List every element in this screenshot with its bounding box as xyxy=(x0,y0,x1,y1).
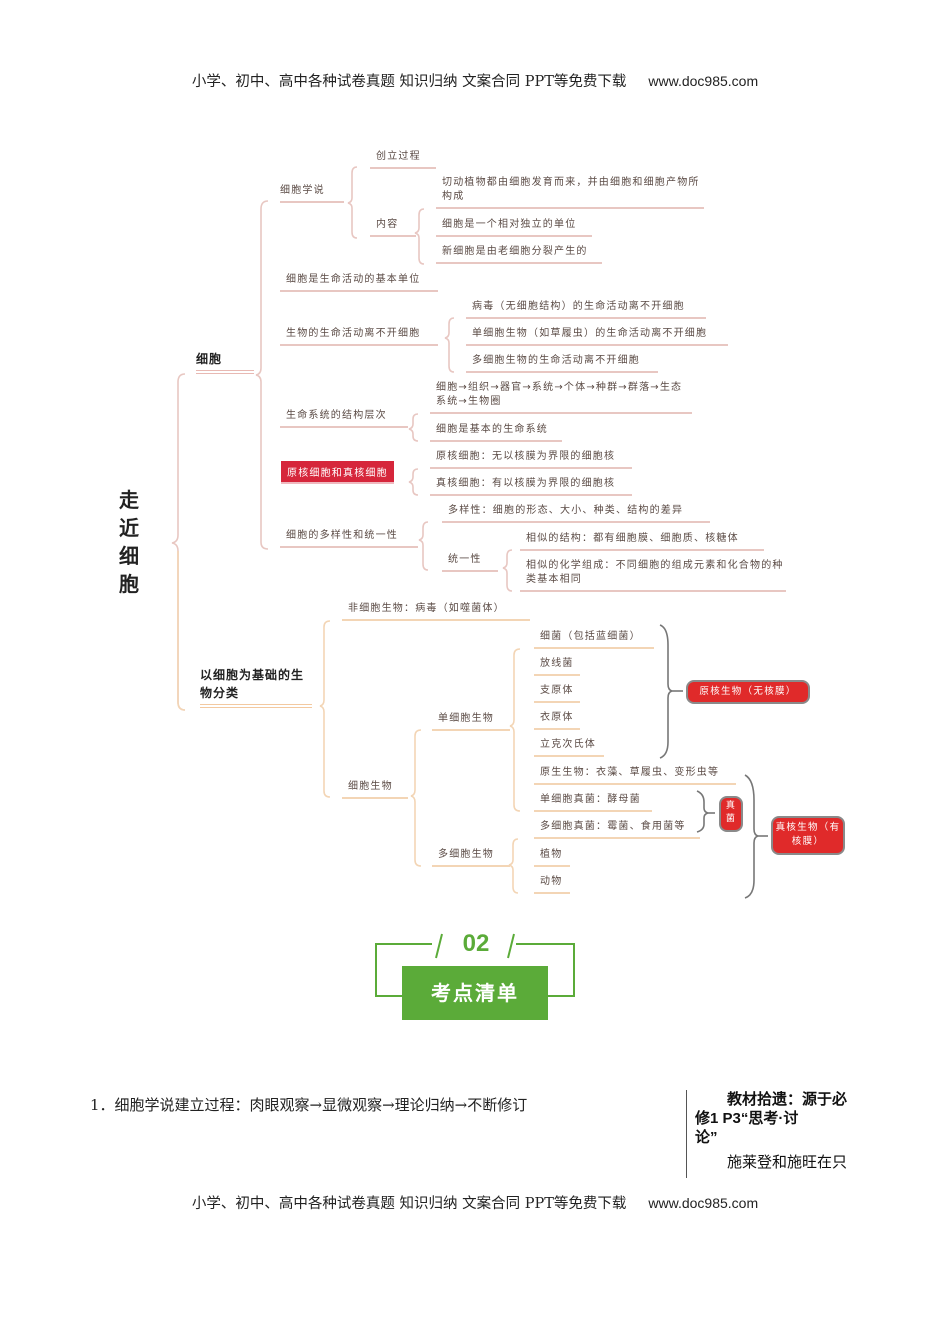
multi-item-plants: 植物 xyxy=(534,848,570,867)
node-unicellular: 单细胞生物 xyxy=(432,712,510,731)
content-item-1: 1．细胞学说建立过程：肉眼观察→显微观察→理论归纳→不断修订 xyxy=(90,1096,528,1114)
tag-fungi: 真菌 xyxy=(721,798,741,830)
node-hierarchy: 生命系统的结构层次 xyxy=(280,409,408,428)
uni-item-rickettsia: 立克次氏体 xyxy=(534,738,604,757)
multi-item-fungi: 多细胞真菌：霉菌、食用菌等 xyxy=(534,820,700,839)
branch-classification: 以细胞为基础的生物分类 xyxy=(200,666,312,708)
side-note-title-line1: 教材拾遗：源于必 xyxy=(727,1091,848,1108)
side-note-title-line2: 修1 P3“思考·讨 xyxy=(695,1110,799,1127)
node-process: 创立过程 xyxy=(370,150,436,169)
node-multicellular: 多细胞生物 xyxy=(432,848,510,867)
header-url[interactable]: www.doc985.com xyxy=(648,73,759,89)
footer-text: 小学、初中、高中各种试卷真题 知识归纳 文案合同 PPT等免费下载 xyxy=(191,1196,627,1212)
node-noncell: 非细胞生物：病毒（如噬菌体） xyxy=(342,602,530,621)
connector-lines xyxy=(171,166,768,899)
node-pro-eu-highlight: 原核细胞和真核细胞 xyxy=(281,461,394,484)
section-title: 考点清单 xyxy=(402,966,548,1020)
unity-item-2: 相似的化学组成：不同细胞的组成元素和化合物的种类基本相同 xyxy=(520,559,786,592)
uni-item-actinomyces: 放线菌 xyxy=(534,657,580,676)
root-title: 走近细胞 xyxy=(119,488,139,596)
node-unity: 统一性 xyxy=(442,553,498,572)
node-content: 内容 xyxy=(370,218,416,237)
pro-eu-item-1: 原核细胞：无以核膜为界限的细胞核 xyxy=(430,450,632,469)
page-footer: 小学、初中、高中各种试卷真题 知识归纳 文案合同 PPT等免费下载 www.doc… xyxy=(0,1192,950,1213)
node-life-depends: 生物的生命活动离不开细胞 xyxy=(280,327,438,346)
node-diversity: 细胞的多样性和统一性 xyxy=(280,529,418,548)
page-header: 小学、初中、高中各种试卷真题 知识归纳 文案合同 PPT等免费下载 www.doc… xyxy=(0,70,950,91)
side-note-text: 施莱登和施旺在只 xyxy=(727,1154,848,1171)
hierarchy-item-2: 细胞是基本的生命系统 xyxy=(430,423,562,442)
multi-item-animals: 动物 xyxy=(534,875,570,894)
tag-eukaryote: 真核生物（有核膜） xyxy=(773,818,843,853)
mind-map: 走近细胞 细胞 以细胞为基础的生物分类 细胞学说 创立过程 内容 切动植物都由细… xyxy=(119,150,843,899)
side-note-title-line3: 论” xyxy=(695,1129,718,1146)
node-basic-unit: 细胞是生命活动的基本单位 xyxy=(280,273,438,292)
hierarchy-item-1: 细胞→组织→器官→系统→个体→种群→群落→生态系统→生物圈 xyxy=(430,381,692,414)
uni-item-chlamydia: 衣原体 xyxy=(534,711,580,730)
uni-item-mycoplasma: 支原体 xyxy=(534,684,580,703)
branch-cell: 细胞 xyxy=(196,350,254,374)
node-cell-theory: 细胞学说 xyxy=(280,184,344,203)
life-item-2: 单细胞生物（如草履虫）的生命活动离不开细胞 xyxy=(466,327,728,346)
content-item-3: 新细胞是由老细胞分裂产生的 xyxy=(436,245,602,264)
content-item-1: 切动植物都由细胞发育而来，并由细胞和细胞产物所构成 xyxy=(436,176,704,209)
node-cellular: 细胞生物 xyxy=(342,780,408,799)
side-note: 教材拾遗：源于必 修1 P3“思考·讨 论” 施莱登和施旺在只 xyxy=(686,1090,875,1178)
uni-item-yeast: 单细胞真菌：酵母菌 xyxy=(534,793,652,812)
pro-eu-item-2: 真核细胞：有以核膜为界限的细胞核 xyxy=(430,477,632,496)
life-item-3: 多细胞生物的生命活动离不开细胞 xyxy=(466,354,658,373)
uni-item-protist: 原生生物：衣藻、草履虫、变形虫等 xyxy=(534,766,736,785)
uni-item-bacteria: 细菌（包括蓝细菌） xyxy=(534,630,654,649)
diversity-variety: 多样性：细胞的形态、大小、种类、结构的差异 xyxy=(442,504,710,523)
unity-item-1: 相似的结构：都有细胞膜、细胞质、核糖体 xyxy=(520,532,764,551)
footer-url[interactable]: www.doc985.com xyxy=(648,1195,759,1211)
tag-prokaryote: 原核生物（无核膜） xyxy=(688,682,808,702)
header-text: 小学、初中、高中各种试卷真题 知识归纳 文案合同 PPT等免费下载 xyxy=(191,74,627,90)
content-item-2: 细胞是一个相对独立的单位 xyxy=(436,218,592,237)
life-item-1: 病毒（无细胞结构）的生命活动离不开细胞 xyxy=(466,300,706,319)
section-number: 02 xyxy=(462,930,490,957)
